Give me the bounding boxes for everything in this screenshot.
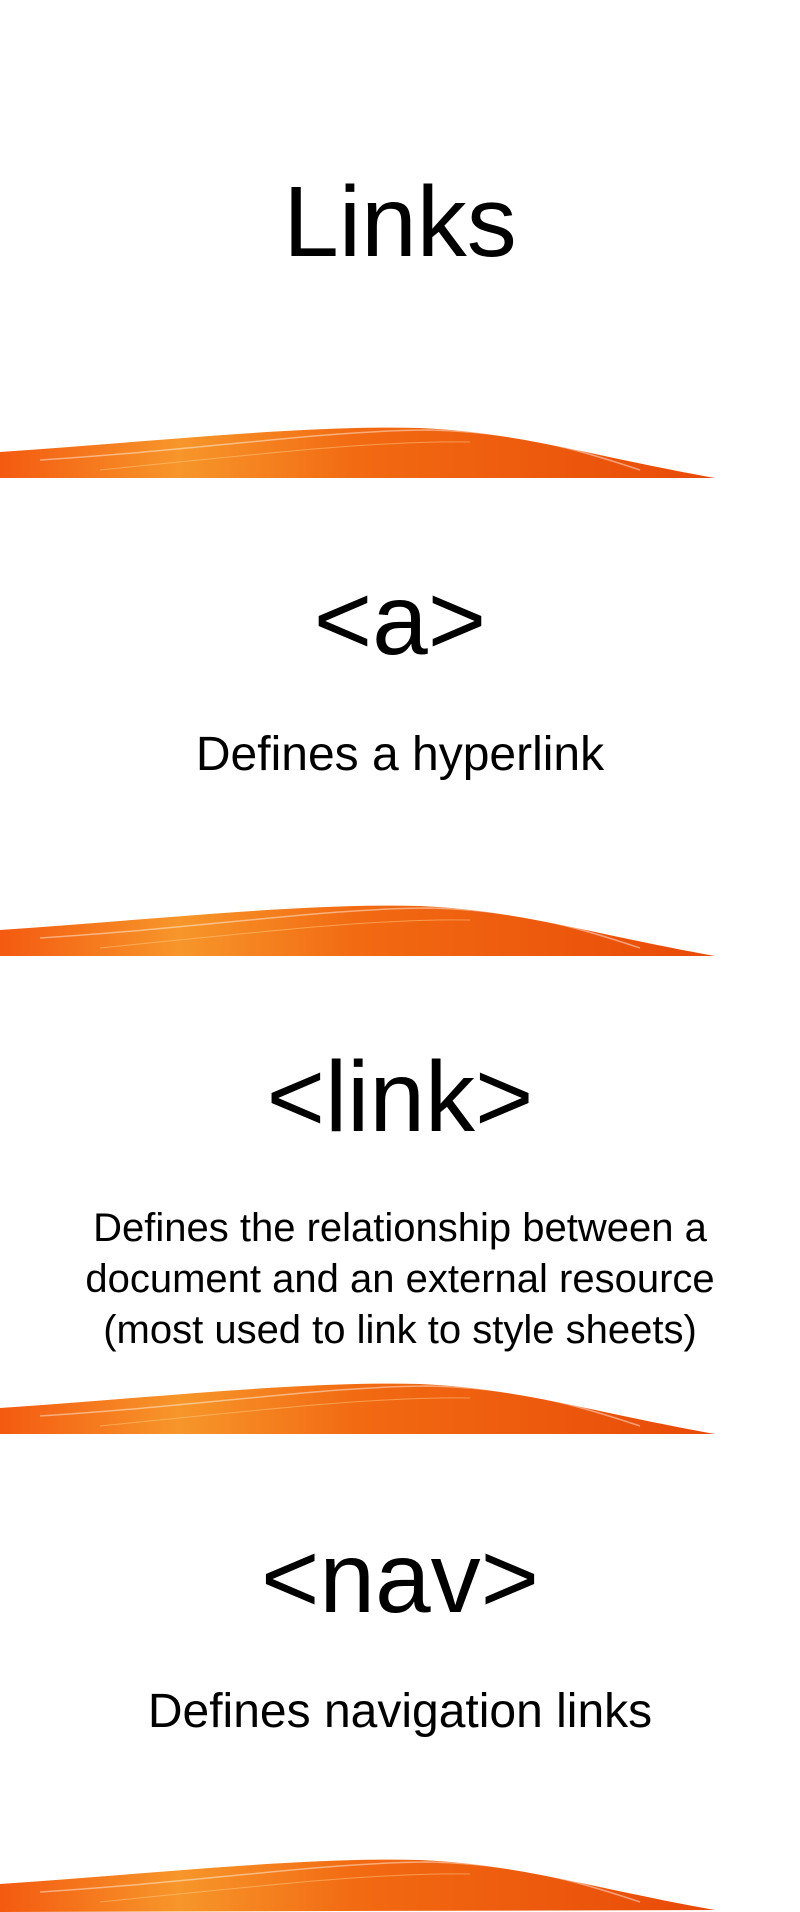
slide-3-description-line: (most used to link to style sheets): [103, 1308, 697, 1353]
slide-4-description: Defines navigation links: [147, 1685, 653, 1738]
orange-wave-decoration: [0, 427, 715, 478]
slide-4-title: <nav>: [260, 1522, 540, 1634]
slide-3-description: Defines the relationship between a docum…: [0, 1203, 800, 1357]
orange-wave-decoration: [0, 905, 715, 956]
orange-wave-decoration: [0, 1383, 715, 1434]
orange-wave-decoration: [0, 1859, 715, 1912]
slide-1-title: Links: [283, 166, 517, 278]
slide-2-title: <a>: [313, 564, 487, 676]
slide-3-title: <link>: [266, 1041, 534, 1153]
slide-2-description: Defines a hyperlink: [195, 728, 605, 781]
slide-3-description-line: document and an external resource: [85, 1257, 715, 1302]
slide-3-description-line: Defines the relationship between a: [93, 1206, 707, 1250]
